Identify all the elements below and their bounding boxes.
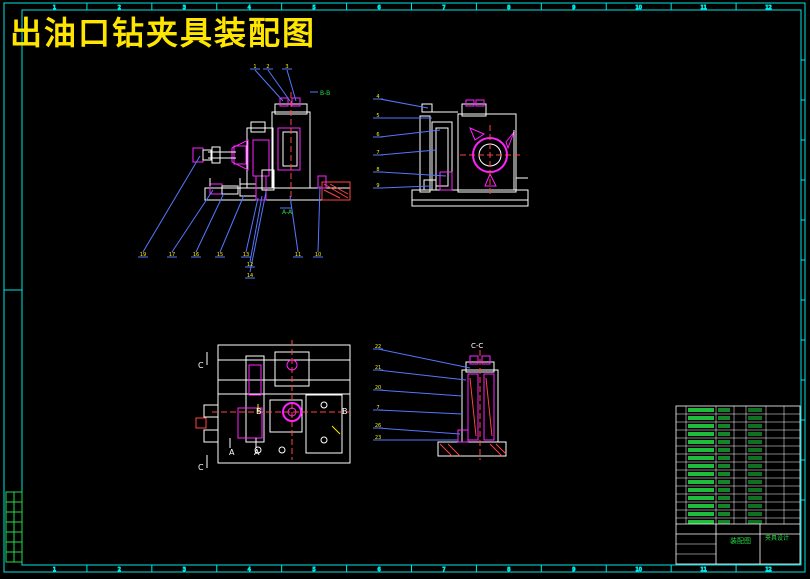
border-tick-bottom: 4 — [248, 567, 251, 573]
side-view-leaders — [379, 98, 447, 189]
plan-label-c-top: C — [198, 361, 204, 370]
plan-label-b-left: B — [256, 407, 262, 416]
plan-label-c-bottom: C — [198, 463, 204, 472]
part-balloon: 8 — [376, 167, 379, 173]
border-tick-bottom: 11 — [700, 567, 706, 573]
border-tick-bottom: 1 — [53, 567, 56, 573]
border-tick-top: 12 — [765, 5, 771, 11]
side-ticks — [4, 59, 805, 501]
part-balloon: 23 — [375, 435, 381, 441]
part-balloon: 9 — [376, 183, 379, 189]
border-tick-top: 6 — [377, 5, 380, 11]
border-tick-top: 9 — [572, 5, 575, 11]
border-tick-top: 5 — [313, 5, 316, 11]
border-tick-bottom: 10 — [636, 567, 642, 573]
front-view-leaders — [142, 69, 321, 273]
border-tick-top: 2 — [118, 5, 121, 11]
section-balloons: 22 21 20 7 26 23 — [373, 344, 383, 441]
section-label-b-b: B-B — [320, 90, 330, 97]
border-tick-top: 4 — [248, 5, 251, 11]
border-tick-bottom: 2 — [118, 567, 121, 573]
part-balloon: 14 — [247, 273, 253, 279]
revision-stamp — [5, 491, 23, 563]
border-tick-bottom: 7 — [442, 567, 445, 573]
border-tick-top: 11 — [700, 5, 706, 11]
part-balloon: 11 — [295, 252, 301, 258]
title-block-drawing-number: 夹具设计 — [765, 534, 789, 542]
side-view — [411, 99, 529, 207]
section-label-c-c: C-C — [471, 342, 483, 350]
side-balloons: 4 5 6 7 8 9 — [373, 94, 383, 189]
border-tick-bottom: 6 — [377, 567, 380, 573]
part-balloon: 16 — [193, 252, 199, 258]
part-balloon: 15 — [217, 252, 223, 258]
section-label-a-a: A-A — [282, 209, 293, 216]
part-balloon: 17 — [169, 252, 175, 258]
part-balloon: 7 — [376, 405, 379, 411]
border-tick-bottom: 3 — [183, 567, 186, 573]
part-balloon: 5 — [376, 113, 379, 119]
part-balloon: 2 — [266, 64, 269, 70]
border-tick-top: 8 — [507, 5, 510, 11]
front-bottom-balloons: 19 17 16 15 13 12 14 11 10 — [138, 252, 323, 279]
part-balloon: 6 — [376, 132, 379, 138]
part-balloon: 10 — [315, 252, 321, 258]
section-view — [437, 350, 507, 460]
border-tick-top: 7 — [442, 5, 445, 11]
part-balloon: 21 — [375, 365, 381, 371]
front-view — [192, 92, 351, 205]
part-balloon: 7 — [376, 150, 379, 156]
part-balloon: 22 — [375, 344, 381, 350]
plan-label-b-right: B — [342, 407, 348, 416]
border-tick-top: 10 — [636, 5, 642, 11]
section-leaders — [377, 348, 471, 441]
border-tick-bottom: 9 — [572, 567, 575, 573]
part-balloon: 4 — [376, 94, 379, 100]
part-balloon: 1 — [253, 64, 256, 70]
border-tick-bottom: 8 — [507, 567, 510, 573]
title-block-drawing-name: 装配图 — [730, 536, 751, 545]
part-balloon: 3 — [285, 64, 288, 70]
plan-label-a-right: A — [254, 448, 260, 457]
plan-view — [195, 340, 351, 468]
drawing-frame — [3, 2, 806, 573]
part-balloon: 20 — [375, 385, 381, 391]
part-balloon: 13 — [243, 252, 249, 258]
border-tick-bottom: 12 — [765, 567, 771, 573]
part-balloon: 12 — [247, 262, 253, 268]
border-tick-bottom: 5 — [313, 567, 316, 573]
drawing-title: 出油口钻夹具装配图 — [10, 14, 317, 52]
plan-label-a-left: A — [229, 448, 235, 457]
title-block — [675, 405, 801, 565]
part-balloon: 19 — [140, 252, 146, 258]
part-balloon: 26 — [375, 423, 381, 429]
border-tick-top: 1 — [53, 5, 56, 11]
front-top-balloons: 1 2 3 — [250, 64, 292, 70]
plan-dimensions — [257, 404, 341, 435]
border-tick-top: 3 — [183, 5, 186, 11]
